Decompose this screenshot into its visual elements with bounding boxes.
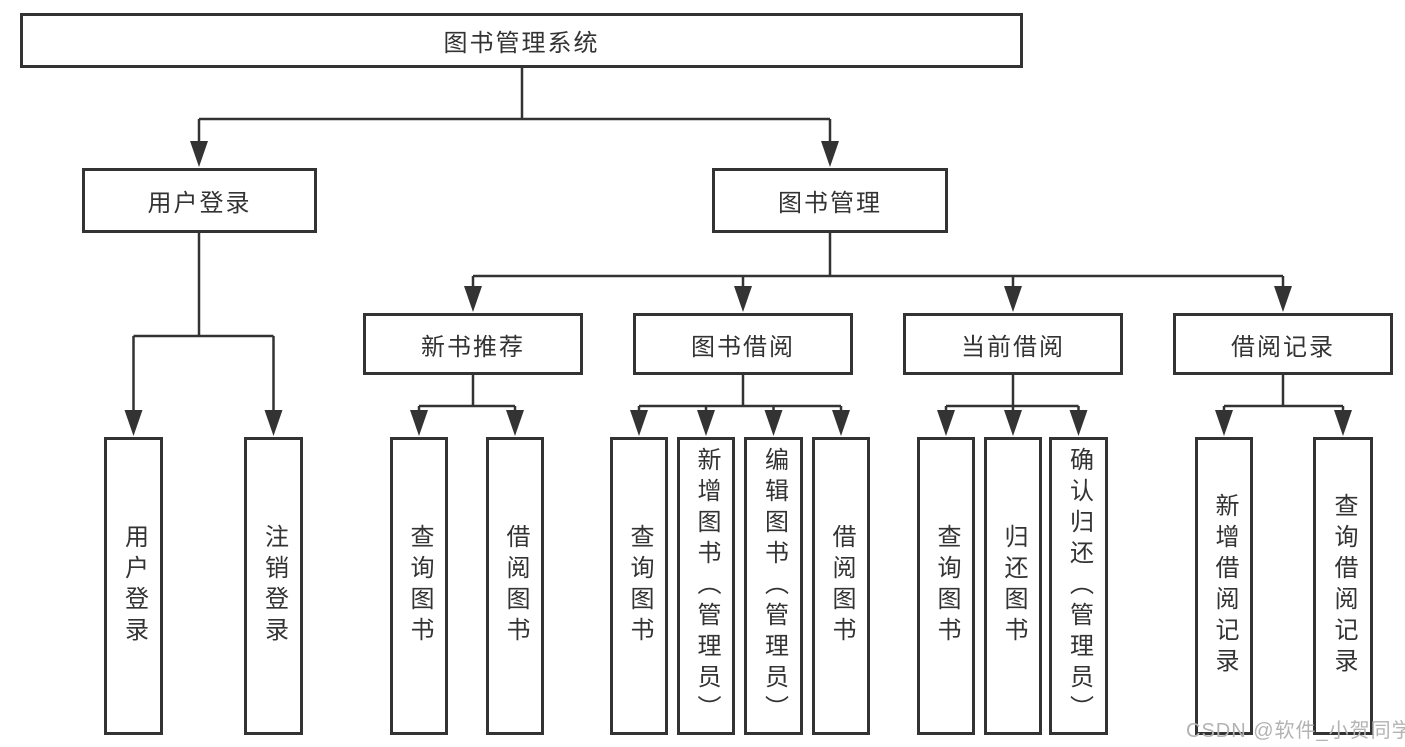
node-user-login: 用户登录 [82, 168, 317, 233]
leaf-logout: 注销登录 [244, 437, 303, 735]
node-library-system: 图书管理系统 [20, 13, 1023, 68]
leaf-query-borrow-record: 查询借阅记录 [1313, 437, 1373, 735]
leaf-borrow-books-recommend: 借阅图书 [486, 437, 544, 735]
node-book-borrowing: 图书借阅 [633, 313, 853, 375]
csdn-watermark: CSDN @软件_小贺同学 [1186, 720, 1405, 742]
leaf-borrow-books-borrowing: 借阅图书 [812, 437, 870, 735]
node-current-borrowing: 当前借阅 [903, 313, 1123, 375]
leaf-confirm-return-admin: 确认归还（管理员） [1049, 437, 1108, 735]
arrowheads [124, 141, 1352, 436]
leaf-add-borrow-record: 新增借阅记录 [1195, 437, 1253, 735]
node-borrowing-records: 借阅记录 [1173, 313, 1393, 375]
leaf-edit-book-admin: 编辑图书（管理员） [744, 437, 803, 735]
node-new-book-recommend: 新书推荐 [363, 313, 583, 375]
leaf-return-book: 归还图书 [984, 437, 1042, 735]
leaf-add-book-admin: 新增图书（管理员） [677, 437, 735, 735]
leaf-query-books-current: 查询图书 [917, 437, 975, 735]
leaf-query-books-borrowing: 查询图书 [610, 437, 668, 735]
node-book-management: 图书管理 [712, 168, 948, 233]
leaf-user-login: 用户登录 [104, 437, 163, 735]
leaf-query-books-recommend: 查询图书 [390, 437, 448, 735]
